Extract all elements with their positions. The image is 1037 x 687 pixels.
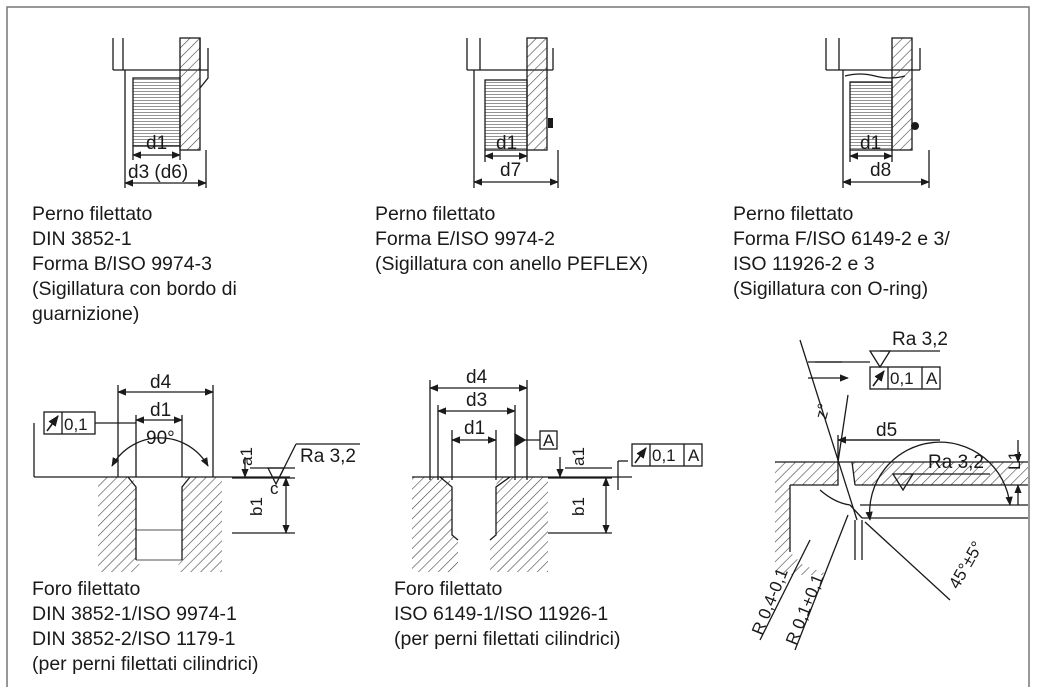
detail-z-label: z° [812, 401, 834, 421]
stud-b-labels: d1 d3 (d6) [128, 133, 188, 183]
port-din-labels: d4 d1 90° 0,1 a1 b1 c Ra 3,2 [43, 372, 356, 516]
caption-line: Forma B/ISO 9974-3 [32, 253, 212, 275]
port-din-caption: Foro filettato DIN 3852-1/ISO 9974-1 DIN… [32, 577, 259, 677]
caption-line: (per perni filettati cilindrici) [394, 628, 621, 650]
port-din-c-label: c [270, 479, 279, 498]
caption-line: ISO 11926-2 e 3 [733, 253, 875, 275]
port-iso-caption: Foro filettato ISO 6149-1/ISO 11926-1 (p… [394, 577, 621, 652]
detail-runout-frame [869, 366, 941, 390]
detail-drawing [759, 339, 1028, 651]
port-din-b1-label: b1 [247, 497, 266, 516]
caption-line: ISO 6149-1/ISO 11926-1 [394, 603, 609, 625]
stud-form-e-drawing [466, 37, 559, 188]
port-iso-datum-box [539, 430, 558, 450]
stud-b-d3-label: d3 (d6) [128, 162, 188, 183]
port-iso-drawing [412, 380, 632, 572]
caption-line: DIN 3852-2/ISO 1179-1 [32, 628, 236, 650]
stud-f-labels: d1 d8 [860, 133, 891, 181]
detail-runout-value: 0,1 [890, 369, 914, 388]
stud-form-f-caption: Perno filettato Forma F/ISO 6149-2 e 3/ … [733, 202, 950, 302]
caption-line: Perno filettato [375, 203, 496, 225]
caption-line: Perno filettato [733, 203, 854, 225]
drawing-frame [6, 6, 1030, 687]
port-iso-runout-frame [631, 443, 703, 467]
port-din-a1-label: a1 [237, 447, 256, 466]
detail-d5-label: d5 [876, 420, 897, 441]
caption-line: (Sigillatura con bordo di [32, 278, 237, 300]
port-iso-b1-label: b1 [569, 497, 588, 516]
caption-line: Forma E/ISO 9974-2 [375, 228, 555, 250]
port-iso-a1-label: a1 [569, 447, 588, 466]
stud-b-d1-label: d1 [146, 133, 167, 154]
detail-runout-datum: A [926, 369, 938, 388]
detail-roughness-face-label: Ra 3,2 [928, 452, 984, 473]
port-din-d1-label: d1 [150, 400, 171, 421]
caption-line: Foro filettato [394, 578, 503, 600]
caption-line: Perno filettato [32, 203, 153, 225]
port-iso-labels: d4 d3 d1 A 0,1 A a1 b1 [464, 367, 703, 516]
stud-form-b-caption: Perno filettato DIN 3852-1 Forma B/ISO 9… [32, 202, 237, 327]
detail-l1-label: L1 [1005, 451, 1024, 470]
caption-line: Forma F/ISO 6149-2 e 3/ [733, 228, 950, 250]
stud-form-b-drawing [112, 37, 209, 188]
port-din-d4-label: d4 [150, 372, 172, 393]
detail-r1-label: R 0,4-0,1 [748, 566, 792, 638]
port-din-angle-label: 90° [146, 428, 175, 449]
caption-line: (per perni filettati cilindrici) [32, 653, 259, 675]
detail-angle-label: 45°±5° [945, 538, 987, 592]
port-iso-d3-label: d3 [466, 390, 487, 411]
caption-line: guarnizione) [32, 303, 140, 325]
caption-line: DIN 3852-1/ISO 9974-1 [32, 603, 237, 625]
port-din-roughness-label: Ra 3,2 [300, 446, 356, 467]
stud-e-d7-label: d7 [500, 160, 521, 181]
stud-form-e-caption: Perno filettato Forma E/ISO 9974-2 (Sigi… [375, 202, 648, 277]
caption-line: (Sigillatura con anello PEFLEX) [375, 253, 649, 275]
port-iso-runout-datum: A [688, 446, 700, 465]
stud-form-f-drawing [825, 37, 930, 188]
port-iso-d1-label: d1 [464, 418, 485, 439]
port-din-runout-value: 0,1 [64, 415, 88, 434]
port-iso-datum-label: A [543, 431, 555, 450]
port-iso-d4-label: d4 [466, 367, 488, 388]
stud-e-labels: d1 d7 [496, 133, 521, 181]
stud-f-d1-label: d1 [860, 133, 881, 154]
port-din-drawing [33, 385, 360, 572]
caption-line: (Sigillatura con O-ring) [733, 278, 929, 300]
stud-e-d1-label: d1 [496, 133, 517, 154]
caption-line: DIN 3852-1 [32, 228, 132, 250]
stud-f-d8-label: d8 [870, 160, 891, 181]
port-iso-runout-value: 0,1 [652, 446, 676, 465]
detail-roughness-top-label: Ra 3,2 [892, 329, 948, 350]
caption-line: Foro filettato [32, 578, 141, 600]
